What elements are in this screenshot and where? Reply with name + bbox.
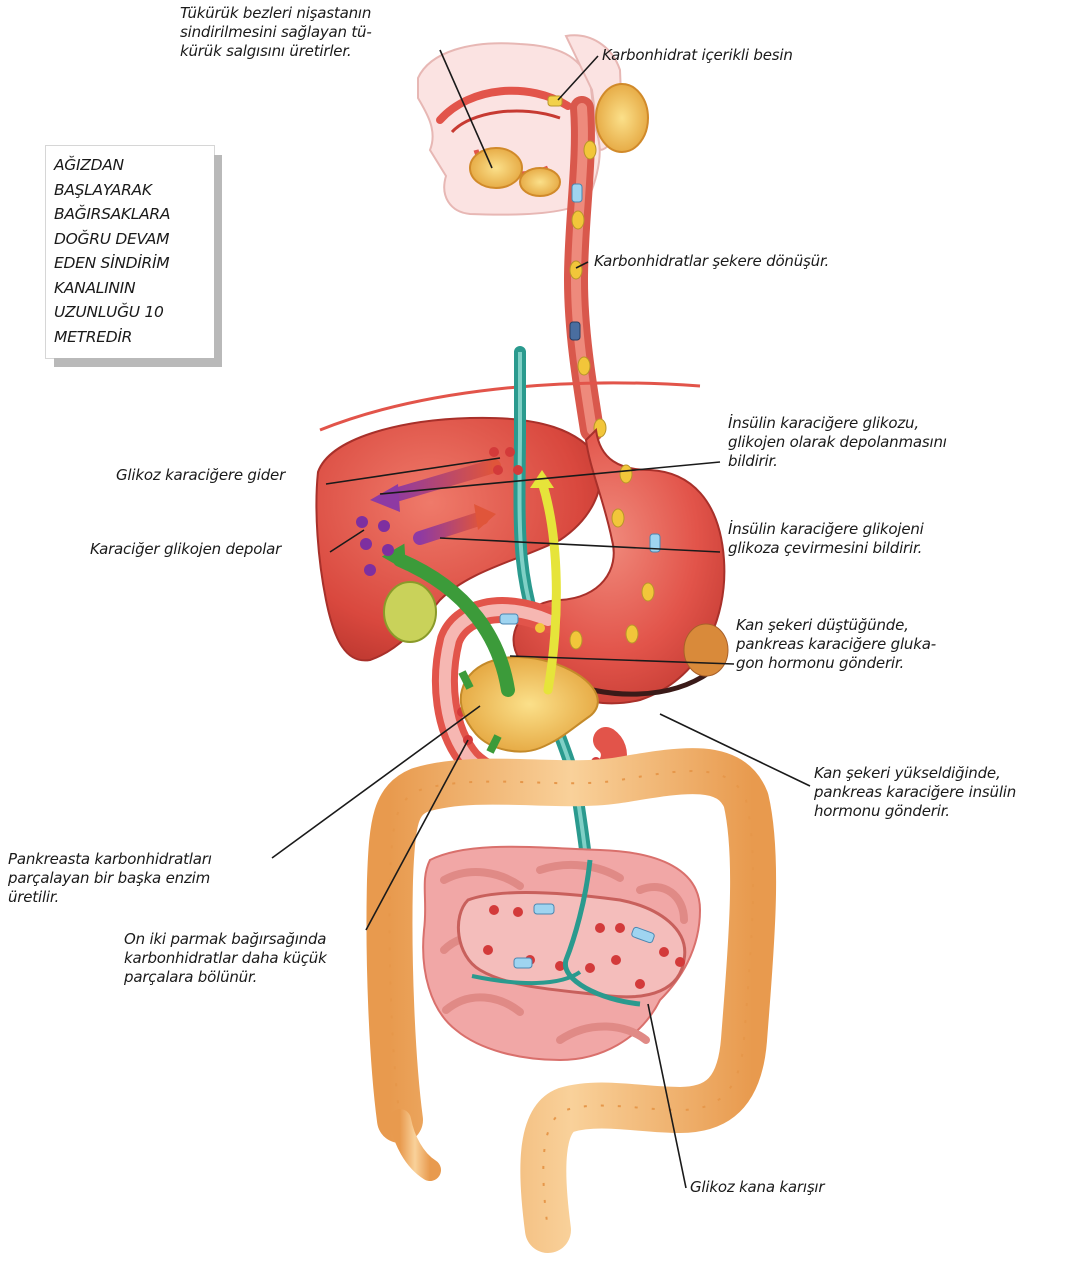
label-line: bildirir. [728,452,947,471]
info-box-line: METREDİR [54,325,170,350]
label-line: Kan şekeri yükseldiğinde, [814,764,1016,783]
label-line: glikojen olarak depolanmasını [728,433,947,452]
label-line: parçalayan bir başka enzim [8,869,212,888]
label-line: hormonu gönderir. [814,802,1016,821]
blue-arrow-icon [570,322,580,340]
label-line: İnsülin karaciğere glikozu, [728,414,947,433]
label-line: glikoza çevirmesini bildirir. [728,539,924,558]
label-line: İnsülin karaciğere glikojeni [728,520,924,539]
label-salivary-glands: Tükürük bezleri nişastanın sindirilmesin… [180,4,372,61]
gallbladder [384,582,436,642]
label-insulin-convert: İnsülin karaciğere glikojeni glikoza çev… [728,520,924,558]
info-box-line: EDEN SİNDİRİM [54,251,170,276]
info-box: AĞIZDAN BAŞLAYARAK BAĞIRSAKLARA DOĞRU DE… [46,146,214,358]
label-pancreas-enzyme: Pankreasta karbonhidratları parçalayan b… [8,850,212,907]
label-line: Glikoz karaciğere gider [116,466,285,485]
info-box-line: KANALININ [54,276,170,301]
label-duodenum: On iki parmak bağırsağında karbonhidratl… [124,930,327,987]
label-line: kürük salgısını üretirler. [180,42,372,61]
blue-arrow-icon [500,614,518,624]
label-line: parçalara bölünür. [124,968,327,987]
info-box-line: BAŞLAYARAK [54,178,170,203]
label-line: Glikoz kana karışır [690,1178,824,1197]
blue-arrow-icon [534,904,554,914]
label-blood-sugar-drop: Kan şekeri düştüğünde, pankreas karaciğe… [736,616,936,673]
label-line: Karbonhidratlar şekere dönüşür. [594,252,829,271]
label-line: Karbonhidrat içerikli besin [602,46,793,65]
label-line: sindirilmesini sağlayan tü- [180,23,372,42]
label-line: karbonhidratlar daha küçük [124,949,327,968]
blue-arrow-icon [514,958,532,968]
label-liver-stores-glycogen: Karaciğer glikojen depolar [90,540,281,559]
label-line: pankreas karaciğere insülin [814,783,1016,802]
info-box-line: UZUNLUĞU 10 [54,300,170,325]
label-glucose-into-blood: Glikoz kana karışır [690,1178,824,1197]
label-line: üretilir. [8,888,212,907]
label-line: Karaciğer glikojen depolar [90,540,281,559]
label-line: Pankreasta karbonhidratları [8,850,212,869]
info-box-line: BAĞIRSAKLARA [54,202,170,227]
blue-arrow-icon [572,184,582,202]
label-line: pankreas karaciğere gluka- [736,635,936,654]
label-blood-sugar-rise: Kan şekeri yükseldiğinde, pankreas karac… [814,764,1016,821]
label-line: gon hormonu gönderir. [736,654,936,673]
label-line: Tükürük bezleri nişastanın [180,4,372,23]
label-line: Kan şekeri düştüğünde, [736,616,936,635]
label-sugar-conversion: Karbonhidratlar şekere dönüşür. [594,252,829,271]
label-glucose-to-liver: Glikoz karaciğere gider [116,466,285,485]
label-carbohydrate-food: Karbonhidrat içerikli besin [602,46,793,65]
info-box-line: AĞIZDAN [54,153,170,178]
label-insulin-store: İnsülin karaciğere glikozu, glikojen ola… [728,414,947,471]
spleen [684,624,728,676]
label-line: On iki parmak bağırsağında [124,930,327,949]
info-box-line: DOĞRU DEVAM [54,227,170,252]
